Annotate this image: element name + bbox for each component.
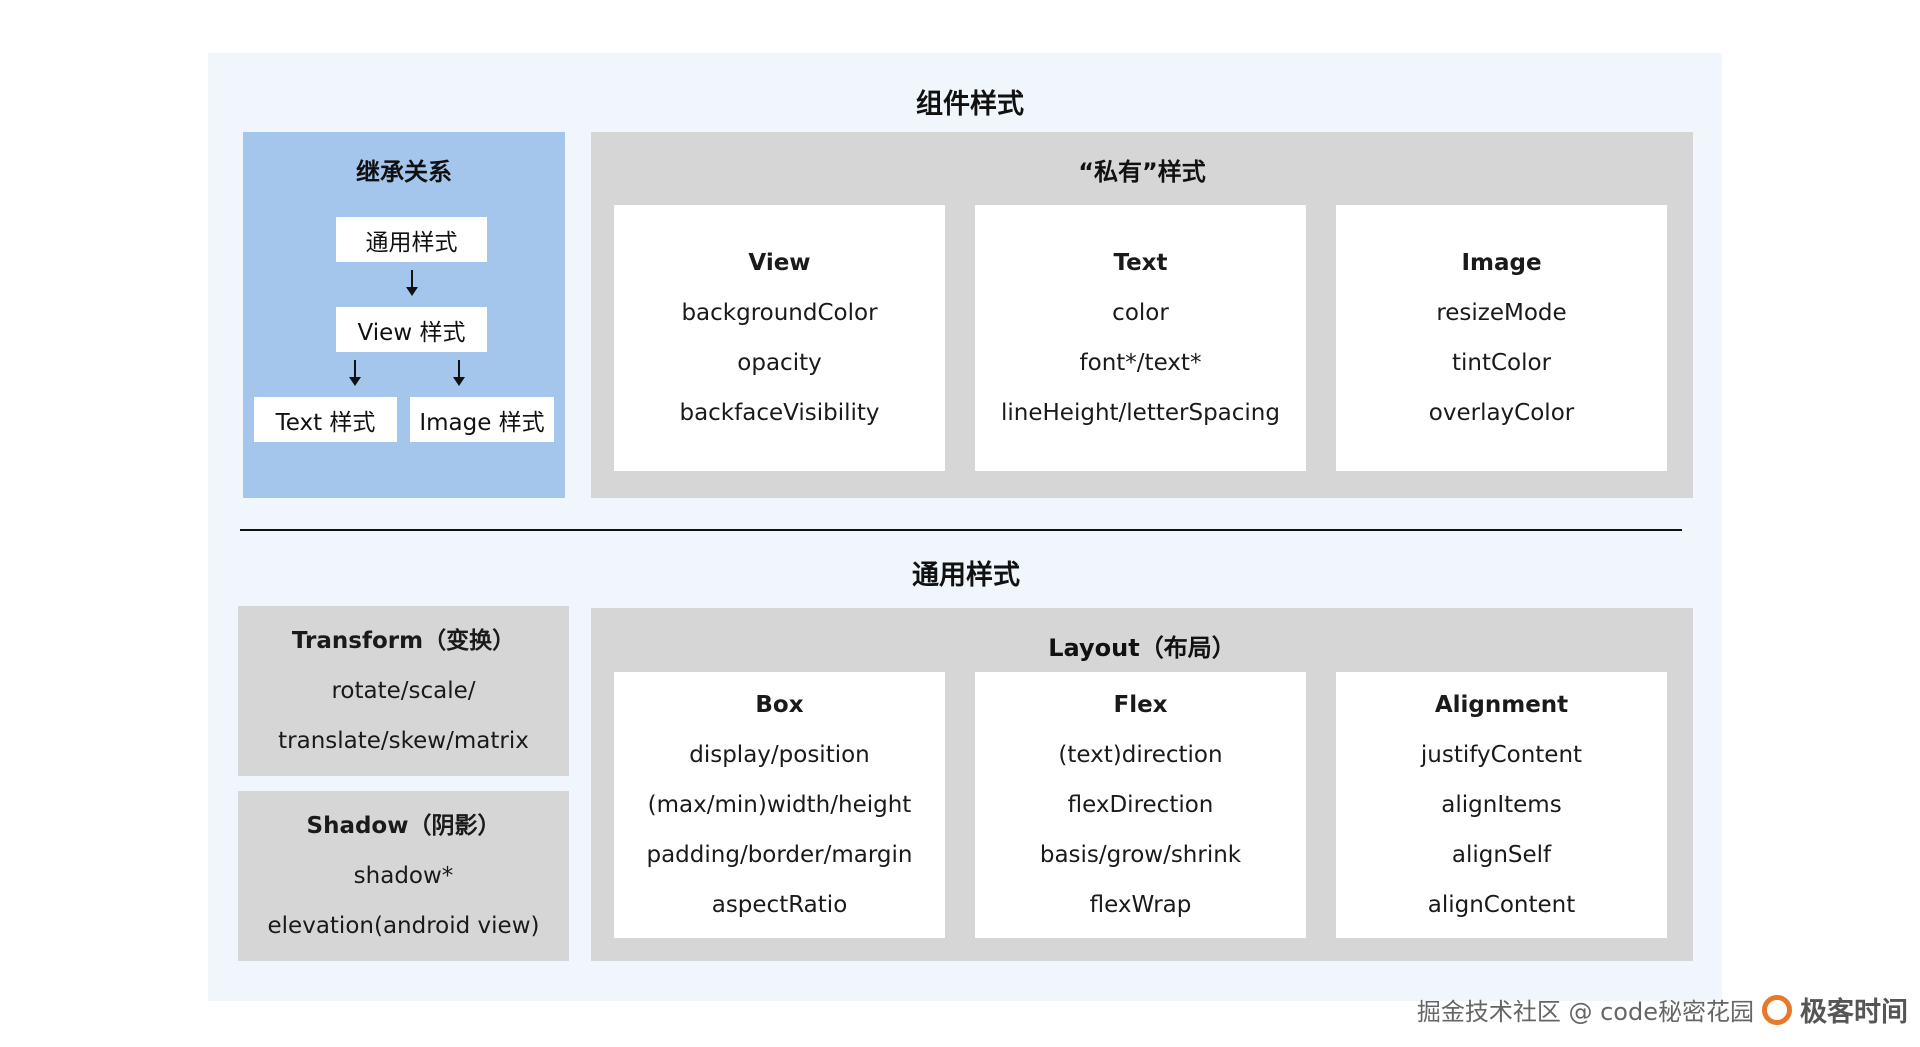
arrow-down-icon (453, 360, 465, 386)
prop-item: justifyContent (1420, 742, 1583, 768)
view-style-box: View backgroundColor opacity backfaceVis… (614, 205, 945, 471)
watermark-brand: 极客时间 (1800, 997, 1908, 1028)
arrow-down-icon (406, 270, 418, 296)
prop-item: elevation(android view) (267, 913, 540, 939)
prop-item: basis/grow/shrink (1039, 842, 1242, 868)
shadow-panel: Shadow（阴影） shadow* elevation(android vie… (238, 791, 569, 961)
transform-panel: Transform（变换） rotate/scale/ translate/sk… (238, 606, 569, 776)
watermark-text: 掘金技术社区 @ code秘密花园 (1416, 998, 1754, 1026)
box-layout-box: Box display/position (max/min)width/heig… (614, 672, 945, 938)
prop-item: rotate/scale/ (331, 678, 476, 704)
box-heading: Flex (1113, 692, 1168, 718)
private-styles-title: “私有”样式 (1078, 158, 1206, 186)
prop-item: shadow* (353, 863, 454, 889)
prop-item: alignContent (1427, 892, 1576, 918)
panel-heading: Shadow（阴影） (306, 813, 501, 839)
prop-item: font*/text* (1079, 350, 1202, 376)
box-heading: Alignment (1434, 692, 1569, 718)
common-styles-title: 通用样式 (912, 560, 1020, 591)
image-style-box: Image resizeMode tintColor overlayColor (1336, 205, 1667, 471)
node-text-style: Text 样式 (254, 397, 397, 442)
node-view-style: View 样式 (336, 307, 487, 352)
layout-title: Layout（布局） (1048, 634, 1236, 662)
geektime-logo-icon (1762, 994, 1792, 1025)
box-heading: Image (1461, 250, 1542, 276)
section-divider (240, 529, 1682, 531)
prop-item: alignSelf (1451, 842, 1552, 868)
prop-item: tintColor (1451, 350, 1552, 376)
box-heading: View (748, 250, 811, 276)
prop-item: lineHeight/letterSpacing (1001, 400, 1280, 426)
inheritance-panel: 继承关系 通用样式 View 样式 Text 样式 Image 样式 (243, 132, 565, 498)
prop-item: (text)direction (1058, 742, 1223, 768)
private-styles-panel: “私有”样式 View backgroundColor opacity back… (591, 132, 1693, 498)
text-style-box: Text color font*/text* lineHeight/letter… (975, 205, 1306, 471)
prop-item: backgroundColor (681, 300, 878, 326)
prop-item: flexDirection (1067, 792, 1214, 818)
component-styles-title: 组件样式 (916, 89, 1024, 120)
panel-heading: Transform（变换） (291, 628, 516, 654)
node-common-style: 通用样式 (336, 217, 487, 262)
watermark: 掘金技术社区 @ code秘密花园 极客时间 (1417, 990, 1908, 1029)
node-image-style: Image 样式 (410, 397, 554, 442)
box-heading: Box (755, 692, 804, 718)
prop-item: aspectRatio (711, 892, 848, 918)
box-heading: Text (1113, 250, 1168, 276)
prop-item: overlayColor (1428, 400, 1575, 426)
prop-item: translate/skew/matrix (278, 728, 529, 754)
arrow-down-icon (349, 360, 361, 386)
layout-panel: Layout（布局） Box display/position (max/min… (591, 608, 1693, 961)
flex-layout-box: Flex (text)direction flexDirection basis… (975, 672, 1306, 938)
alignment-layout-box: Alignment justifyContent alignItems alig… (1336, 672, 1667, 938)
prop-item: opacity (737, 350, 822, 376)
prop-item: resizeMode (1436, 300, 1567, 326)
inheritance-title: 继承关系 (356, 158, 452, 186)
prop-item: padding/border/margin (646, 842, 913, 868)
prop-item: backfaceVisibility (679, 400, 880, 426)
prop-item: alignItems (1441, 792, 1562, 818)
prop-item: flexWrap (1089, 892, 1192, 918)
prop-item: color (1112, 300, 1169, 326)
prop-item: display/position (689, 742, 870, 768)
prop-item: (max/min)width/height (647, 792, 912, 818)
